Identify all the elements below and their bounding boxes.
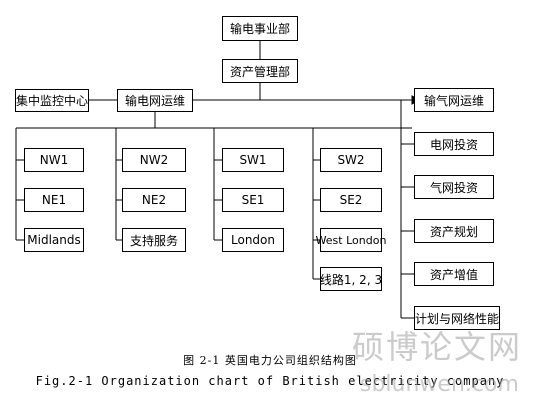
node-nw1: NW1	[24, 148, 84, 172]
node-grid-operations: 输电网运维	[117, 89, 193, 112]
node-lines-1-2-3: 线路1, 2, 3	[320, 267, 382, 291]
node-planning-network-performance: 计划与网络性能	[414, 306, 500, 330]
node-sw2: SW2	[320, 148, 382, 172]
node-london: London	[222, 228, 284, 252]
node-transmission-division: 输电事业部	[222, 16, 298, 41]
node-asset-appreciation: 资产增值	[414, 262, 494, 286]
node-ne1: NE1	[24, 188, 84, 212]
figure-caption-chinese: 图 2-1 英国电力公司组织结构图	[183, 354, 357, 367]
node-midlands: Midlands	[24, 228, 84, 252]
watermark-text: 硕博论文网	[352, 328, 523, 366]
node-nw2: NW2	[122, 148, 186, 172]
node-west-london: West London	[316, 228, 386, 252]
node-sw1: SW1	[222, 148, 284, 172]
node-se1: SE1	[222, 188, 284, 212]
node-asset-planning: 资产规划	[414, 219, 494, 243]
node-control-center: 集中监控中心	[15, 89, 89, 112]
figure-caption-english: Fig.2-1 Organization chart of British el…	[35, 374, 505, 388]
watermark-url: sblunwen.com	[360, 372, 519, 397]
node-gas-investment: 气网投资	[414, 175, 494, 199]
node-gas-operations: 输气网运维	[414, 88, 494, 112]
node-support-services: 支持服务	[122, 228, 186, 252]
node-asset-management: 资产管理部	[222, 59, 298, 83]
node-grid-investment: 电网投资	[414, 132, 494, 156]
node-ne2: NE2	[122, 188, 186, 212]
node-se2: SE2	[320, 188, 382, 212]
